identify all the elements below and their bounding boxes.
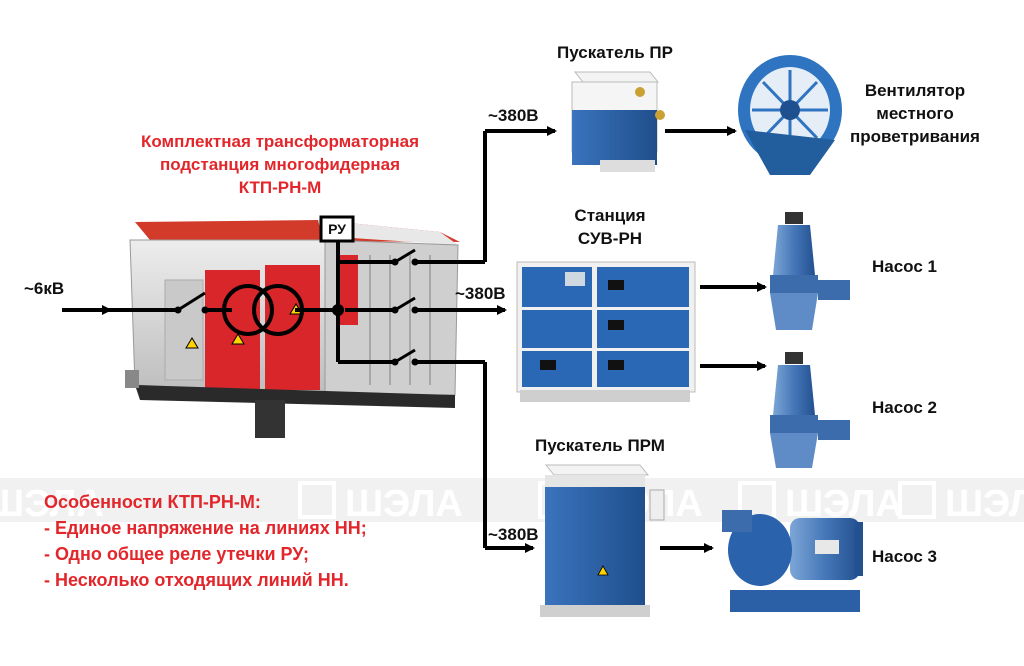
starter-pr-image [571,71,665,172]
station-label-1: Станция [574,206,646,225]
pump-2-label: Насос 2 [872,398,937,417]
line-3-voltage: ~380В [488,525,539,544]
fan-label-1: Вентилятор [864,81,966,100]
fan-label-3: проветривания [850,127,980,146]
schematic-lines [62,126,767,553]
pump-3-image [722,510,863,612]
pump-3-label: Насос 3 [872,547,937,566]
ru-box [319,215,355,243]
title-line-3: КТП-РН-М [238,178,322,197]
substation-image [125,220,460,438]
watermark-text-5: ШЭЛА [945,483,1024,522]
pump-1-image [770,212,850,330]
input-voltage-label: ~6кВ [24,279,65,298]
watermark-text-4: ШЭЛА [785,483,903,522]
starter-prm-image [540,464,665,617]
station-label-2: СУВ-РН [577,229,643,248]
fan-label-2: местного [876,104,954,123]
feature-item-3: - Несколько отходящих линий НН. [44,570,349,590]
title-line-2: подстанция многофидерная [159,155,401,174]
watermark-text-1: ШЭЛА [0,483,104,522]
station-image [516,261,696,402]
feature-item-2: - Одно общее реле утечки РУ; [44,544,310,564]
title-line-1: Комплектная трансформаторная [140,132,419,151]
ru-label: РУ [328,221,346,237]
pump-1-label: Насос 1 [872,257,937,276]
line-2-voltage: ~380В [455,284,506,303]
line-1-voltage: ~380В [488,106,539,125]
features-heading: Особенности КТП-РН-М: [44,492,261,512]
transformer-symbol [222,284,304,336]
fan-image [738,55,842,175]
feature-item-1: - Единое напряжение на линиях НН; [44,518,367,538]
starter-pr-label: Пускатель ПР [557,43,673,62]
contact-dots [174,258,419,366]
pump-2-image [770,352,850,468]
input-switch [177,291,206,312]
starter-prm-label: Пускатель ПРМ [535,436,665,455]
watermark-text-2: ШЭЛА [345,483,463,522]
